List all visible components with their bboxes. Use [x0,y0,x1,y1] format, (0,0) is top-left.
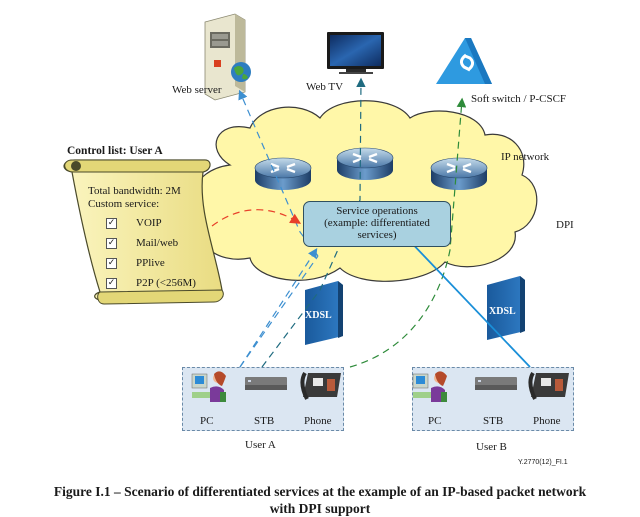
phone-user-a-icon [300,371,341,400]
service-p2p-label: P2P (<256M) [136,277,196,289]
web-server-label: Web server [172,84,222,96]
pc-user-b-icon [412,371,447,402]
user-a-pc-label: PC [200,415,214,427]
figure-caption-line-1: Figure I.1 – Scenario of differentiated … [53,484,587,499]
xdsl-b-icon [487,276,525,340]
service-pplive-label: PPlive [136,257,165,269]
service-operations-line-2: (example: differentiated [324,217,430,229]
xdsl-b-label: XDSL [489,306,516,317]
control-list-scroll [63,159,224,305]
user-b-phone-label: Phone [533,415,561,427]
checkbox-mail-web: ✓ [106,238,117,249]
stb-user-a-icon [245,377,287,390]
soft-switch-label: Soft switch / P-CSCF [471,93,567,105]
stb-user-b-icon [475,377,517,390]
custom-service-text: Custom service: [88,198,160,210]
dpi-label: DPI [556,219,574,231]
pc-user-a-icon [191,371,226,402]
user-a-stb-label: STB [254,415,275,427]
service-voip-label: VOIP [136,217,162,229]
web-tv-icon [327,32,384,74]
figure-caption-line-2: with DPI support [269,501,371,516]
user-a-label: User A [245,439,276,451]
link-user-a-to-soft-switch [349,97,467,368]
user-b-label: User B [476,441,507,453]
user-b-stb-label: STB [483,415,504,427]
control-list-title: Control list: User A [67,145,163,157]
ip-network-label: IP network [501,151,550,163]
service-mail-web-label: Mail/web [136,237,179,249]
user-a-phone-label: Phone [304,415,332,427]
soft-switch-icon [436,38,492,84]
service-operations-line-1: Service operations [336,205,418,217]
router-1-icon [254,157,312,190]
ip-network-cloud [190,100,538,282]
router-2-icon [336,147,394,180]
service-operations-box: Service operations (example: differentia… [303,201,451,247]
total-bandwidth-text: Total bandwidth: 2M [88,185,181,197]
phone-user-b-icon [528,371,569,400]
link-user-a-to-web-server [240,92,319,368]
router-3-icon [430,157,488,190]
user-b-pc-label: PC [428,415,442,427]
checkbox-pplive: ✓ [106,258,117,269]
figure-id: Y.2770(12)_FI.1 [518,459,568,466]
xdsl-a-label: XDSL [305,310,332,321]
link-user-b-to-service [404,235,531,368]
web-server-icon [204,13,251,101]
checkbox-p2p: ✓ [106,278,117,289]
service-operations-line-3: services) [357,229,397,241]
checkbox-voip: ✓ [106,218,117,229]
web-tv-label: Web TV [306,81,344,93]
